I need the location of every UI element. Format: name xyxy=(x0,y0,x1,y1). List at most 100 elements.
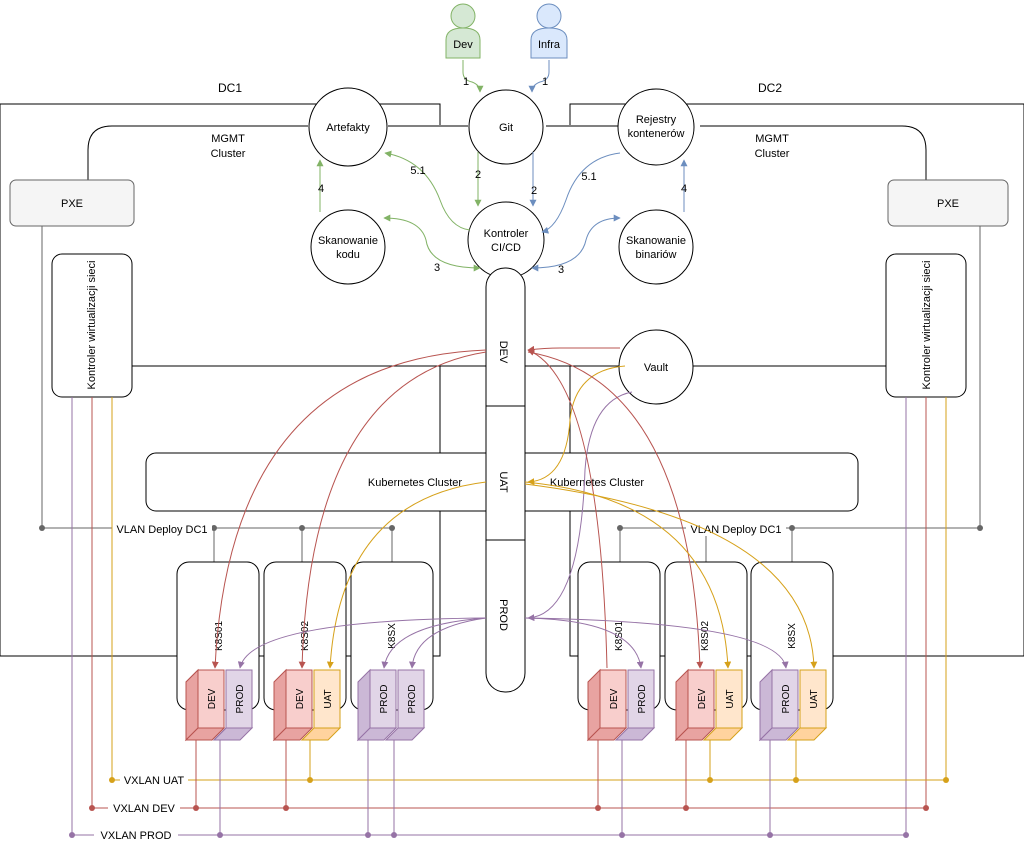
vxlan-uat-label-bg xyxy=(120,773,188,787)
git-node xyxy=(468,89,544,165)
env-cube-uat xyxy=(702,669,744,741)
git-ci-infra-step-label: 2 xyxy=(531,185,537,197)
rejestry-node xyxy=(617,88,695,166)
deploy-dev-arrow xyxy=(211,349,487,669)
k8s01-dc2-label: K8S01 xyxy=(614,621,625,651)
vault-to-dev-arrow xyxy=(527,345,620,353)
vxlan-prod-label-bg xyxy=(94,828,178,842)
git-ci-dev-step-label: 2 xyxy=(475,169,481,181)
deploy-prod-arrow xyxy=(237,617,487,669)
deploy-prod-arrow xyxy=(524,617,644,669)
ci-to-artefakty-arrow xyxy=(384,150,471,231)
rejestry-label-2: kontenerów xyxy=(628,128,685,140)
k8s01-dc1-label: K8S01 xyxy=(214,621,225,651)
deploy-dev-arrow xyxy=(527,351,704,669)
mgmt-cluster-right-label-2: Cluster xyxy=(755,148,790,160)
dev-actor-icon xyxy=(445,3,481,59)
vxlan-dev-label-bg xyxy=(108,801,180,815)
scan-bin-step-label: 3 xyxy=(558,264,564,276)
skanowanie-binariow-label: Skanowanie xyxy=(626,235,686,247)
env-label-uat: UAT xyxy=(323,689,334,708)
dc1-label: DC1 xyxy=(218,81,242,95)
env-label-prod: PROD xyxy=(407,685,418,714)
env-cube-prod xyxy=(758,668,800,742)
artefakty-label: Artefakty xyxy=(326,122,370,134)
skanowanie-binariow-label-2: binariów xyxy=(636,249,677,261)
vxlan-prod-label: VXLAN PROD xyxy=(101,830,172,842)
mgmt-cluster-right-label: MGMT xyxy=(755,133,789,145)
vault-label: Vault xyxy=(644,362,668,374)
kubernetes-cluster-left-label: Kubernetes Cluster xyxy=(368,477,462,489)
env-label-dev: DEV xyxy=(207,688,218,709)
env-label-prod: PROD xyxy=(379,685,390,714)
dc2-frame xyxy=(569,103,1024,657)
env-pipe-prod-label: PROD xyxy=(497,599,509,631)
infra-actor-icon xyxy=(530,3,568,59)
dc1-frame xyxy=(0,103,441,657)
infra-actor-label: Infra xyxy=(538,39,561,51)
env-label-prod: PROD xyxy=(235,685,246,714)
deploy-prod-arrow xyxy=(381,617,487,669)
kontroler-cicd-label-2: CI/CD xyxy=(491,242,521,254)
ci-scan-code-arrow xyxy=(383,214,481,272)
kontroler-cicd-label: Kontroler xyxy=(484,228,529,240)
k8s02-dc2-label: K8S02 xyxy=(700,621,711,651)
deploy-dev-arrow xyxy=(298,351,487,669)
infra-git-step-label: 1 xyxy=(542,76,548,88)
vlan-deploy-left-label: VLAN Deploy DC1 xyxy=(116,524,207,536)
env-label-dev: DEV xyxy=(609,688,620,709)
art-scan-step-label: 4 xyxy=(318,183,324,195)
k8s02-dc1-label: K8S02 xyxy=(300,621,311,651)
vxlan-uat-label: VXLAN UAT xyxy=(124,775,185,787)
infra-to-git-arrow xyxy=(528,60,550,93)
skanowanie-kodu-node xyxy=(310,209,386,285)
dev-git-step-label: 1 xyxy=(463,76,469,88)
env-cube-uat xyxy=(300,669,342,741)
ci-scan-bin-arrow xyxy=(531,214,621,272)
env-label-dev: DEV xyxy=(697,688,708,709)
rejestry-to-ci-arrow xyxy=(541,152,621,234)
env-label-prod: PROD xyxy=(781,685,792,714)
rej-scan-step-label: 4 xyxy=(681,183,687,195)
ci-art-step-label: 5.1 xyxy=(410,165,425,177)
mgmt-cluster-left-label-2: Cluster xyxy=(211,148,246,160)
kontroler-cicd-node xyxy=(467,201,545,279)
pxe-left-label: PXE xyxy=(61,198,83,210)
vxlan-controller-drops xyxy=(71,397,947,835)
net-controller-left-label: Kontroler wirtualizacji sieci xyxy=(86,261,98,390)
net-controller-right-label: Kontroler wirtualizacji sieci xyxy=(921,261,933,390)
env-cube-dev xyxy=(184,668,226,742)
env-label-uat: UAT xyxy=(725,689,736,708)
deploy-prod-arrow xyxy=(524,617,789,669)
vault-to-uat-arrow xyxy=(527,365,626,486)
git-label: Git xyxy=(499,122,513,134)
dev-actor-label: Dev xyxy=(453,39,473,51)
env-cube-prod xyxy=(212,669,254,741)
skanowanie-kodu-label-2: kodu xyxy=(336,249,360,261)
env-cube-dev xyxy=(586,668,628,742)
vxlan-dots xyxy=(69,777,949,838)
k8sx-dc1-label: K8SX xyxy=(387,623,398,649)
vlan-deploy-right-label: VLAN Deploy DC1 xyxy=(690,524,781,536)
deploy-dev-arrow xyxy=(527,349,608,669)
pxe-left-box xyxy=(9,179,135,227)
env-cube-uat xyxy=(786,669,828,741)
env-label-uat: UAT xyxy=(809,689,820,708)
deploy-uat-arrow xyxy=(524,483,818,669)
scan-code-step-label: 3 xyxy=(434,262,440,274)
env-cube-dev xyxy=(272,668,314,742)
env-pipe xyxy=(485,267,526,693)
deploy-prod-arrow xyxy=(408,617,487,669)
rejestry-label: Rejestry xyxy=(636,114,677,126)
k8sx-dc2-label: K8SX xyxy=(787,623,798,649)
env-pipe-dev-label: DEV xyxy=(497,341,509,364)
skanowanie-kodu-label: Skanowanie xyxy=(318,235,378,247)
vlan-drops xyxy=(213,528,793,562)
artefakty-node xyxy=(308,87,388,167)
env-label-dev: DEV xyxy=(295,688,306,709)
mgmt-cluster-outline xyxy=(87,125,927,180)
skanowanie-binariow-node xyxy=(618,209,694,285)
vault-to-prod-arrow xyxy=(527,391,633,622)
vxlan-dev-label: VXLAN DEV xyxy=(113,803,175,815)
